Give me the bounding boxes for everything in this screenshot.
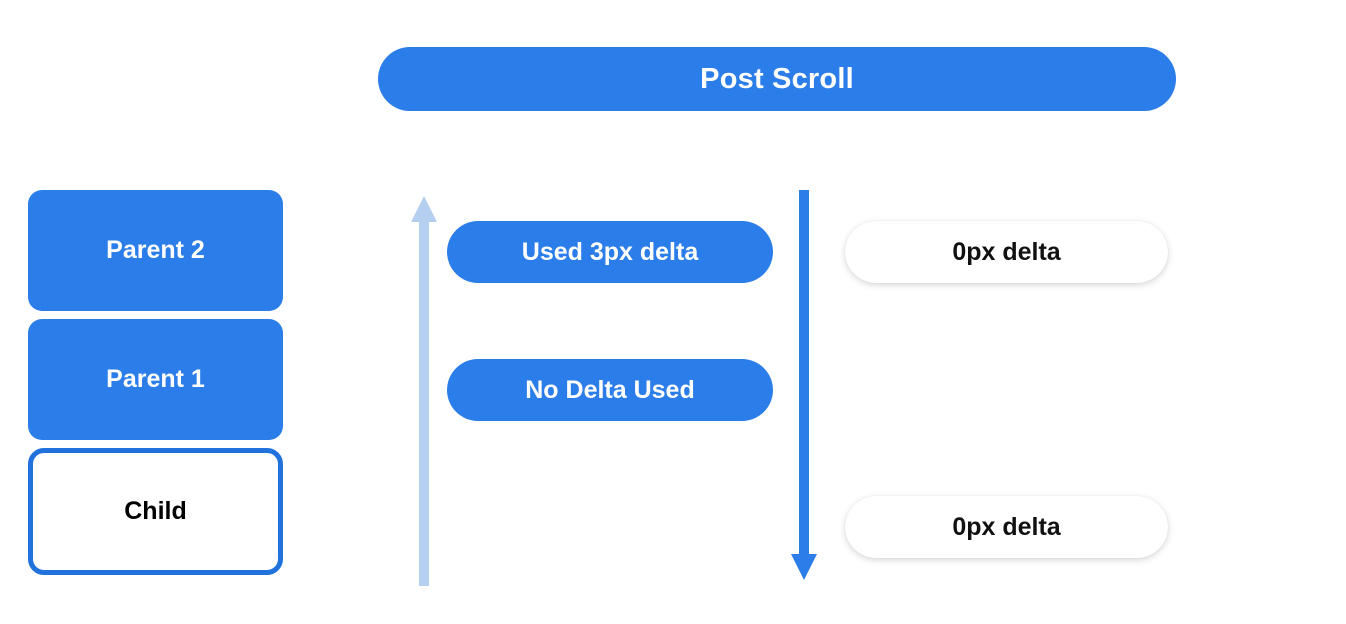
pill-used-3px-delta: Used 3px delta bbox=[447, 221, 773, 283]
pill-zero-delta-top: 0px delta bbox=[845, 221, 1168, 283]
stack-box-parent-1: Parent 1 bbox=[28, 319, 283, 440]
post-scroll-banner: Post Scroll bbox=[378, 47, 1176, 111]
pill-used-3px-delta-label: Used 3px delta bbox=[521, 237, 699, 266]
banner-title: Post Scroll bbox=[700, 62, 854, 95]
stack-box-parent-2-label: Parent 2 bbox=[106, 236, 205, 264]
pill-zero-delta-bottom-label: 0px delta bbox=[952, 512, 1061, 541]
stack-box-child-label: Child bbox=[124, 497, 187, 525]
pill-no-delta-used: No Delta Used bbox=[447, 359, 773, 421]
pill-zero-delta-bottom: 0px delta bbox=[845, 496, 1168, 558]
pill-zero-delta-top-label: 0px delta bbox=[952, 237, 1061, 266]
pill-no-delta-used-label: No Delta Used bbox=[525, 375, 695, 404]
scroll-up-arrow-icon bbox=[411, 196, 437, 586]
stack-box-parent-2: Parent 2 bbox=[28, 190, 283, 311]
scroll-down-arrow-icon bbox=[791, 190, 817, 580]
stack-box-child: Child bbox=[28, 448, 283, 575]
element-stack: Parent 2 Parent 1 Child bbox=[28, 190, 283, 575]
stack-box-parent-1-label: Parent 1 bbox=[106, 365, 205, 393]
